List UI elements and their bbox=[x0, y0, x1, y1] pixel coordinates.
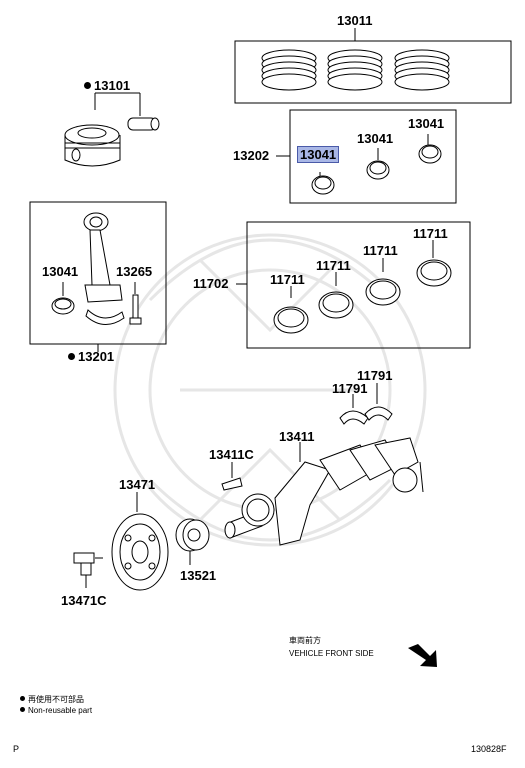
part-label-13041[interactable]: 13041 bbox=[42, 264, 79, 279]
legend-en-text: Non-reusable part bbox=[28, 706, 93, 715]
vehicle-front-label: VEHICLE FRONT SIDE bbox=[289, 649, 374, 658]
part-label-13201-text: 13201 bbox=[78, 349, 115, 364]
pulley-bolt bbox=[73, 552, 103, 588]
legend-dot-icon bbox=[20, 707, 25, 712]
part-label-13201[interactable]: 13201 bbox=[68, 349, 114, 364]
part-label-11791[interactable]: 11791 bbox=[357, 368, 393, 383]
part-label-13265[interactable]: 13265 bbox=[116, 264, 153, 279]
part-label-11711[interactable]: 11711 bbox=[270, 272, 305, 287]
connecting-rod-box bbox=[29, 201, 167, 352]
thrust-washers bbox=[339, 383, 393, 425]
part-label-13202[interactable]: 13202 bbox=[233, 148, 270, 163]
legend-jp: 再使用不可部品 bbox=[20, 695, 84, 705]
part-label-13011[interactable]: 13011 bbox=[337, 13, 373, 28]
part-label-11711[interactable]: 11711 bbox=[413, 226, 448, 241]
part-label-11791[interactable]: 11791 bbox=[332, 381, 368, 396]
part-label-13411C[interactable]: 13411C bbox=[209, 447, 254, 462]
crankshaft-timing-gear bbox=[175, 518, 210, 565]
part-label-11702[interactable]: 11702 bbox=[193, 276, 229, 291]
non-reusable-dot-icon bbox=[84, 82, 91, 89]
crankshaft-pulley bbox=[111, 492, 169, 591]
part-label-13041[interactable]: 13041 bbox=[357, 131, 394, 146]
woodruff-key bbox=[221, 462, 243, 491]
part-label-13041-highlighted[interactable]: 13041 bbox=[297, 146, 340, 163]
piston bbox=[64, 92, 160, 167]
part-label-13521[interactable]: 13521 bbox=[180, 568, 217, 583]
vehicle-front-arrow-icon bbox=[408, 644, 437, 667]
legend-dot-icon bbox=[20, 696, 25, 701]
legend-en: Non-reusable part bbox=[20, 706, 92, 716]
part-label-13471[interactable]: 13471 bbox=[119, 477, 156, 492]
connecting-rod-bearing-box bbox=[276, 109, 457, 204]
part-label-11711[interactable]: 11711 bbox=[363, 243, 398, 258]
part-label-13101[interactable]: 13101 bbox=[84, 78, 130, 93]
vehicle-front-label-jp: 車両前方 bbox=[289, 636, 321, 645]
main-bearing-box bbox=[236, 221, 471, 349]
part-label-13041[interactable]: 13041 bbox=[408, 116, 445, 131]
part-label-11711[interactable]: 11711 bbox=[316, 258, 351, 273]
legend-jp-text: 再使用不可部品 bbox=[28, 695, 84, 704]
part-label-13101-text: 13101 bbox=[94, 78, 131, 93]
footer-left-code: P bbox=[13, 744, 20, 754]
non-reusable-dot-icon bbox=[68, 353, 75, 360]
crankshaft bbox=[224, 437, 424, 546]
illustration-number: 130828F bbox=[471, 744, 507, 754]
part-label-13411[interactable]: 13411 bbox=[279, 429, 315, 444]
part-label-13471C[interactable]: 13471C bbox=[61, 593, 107, 608]
piston-ring-set-box bbox=[234, 28, 512, 104]
